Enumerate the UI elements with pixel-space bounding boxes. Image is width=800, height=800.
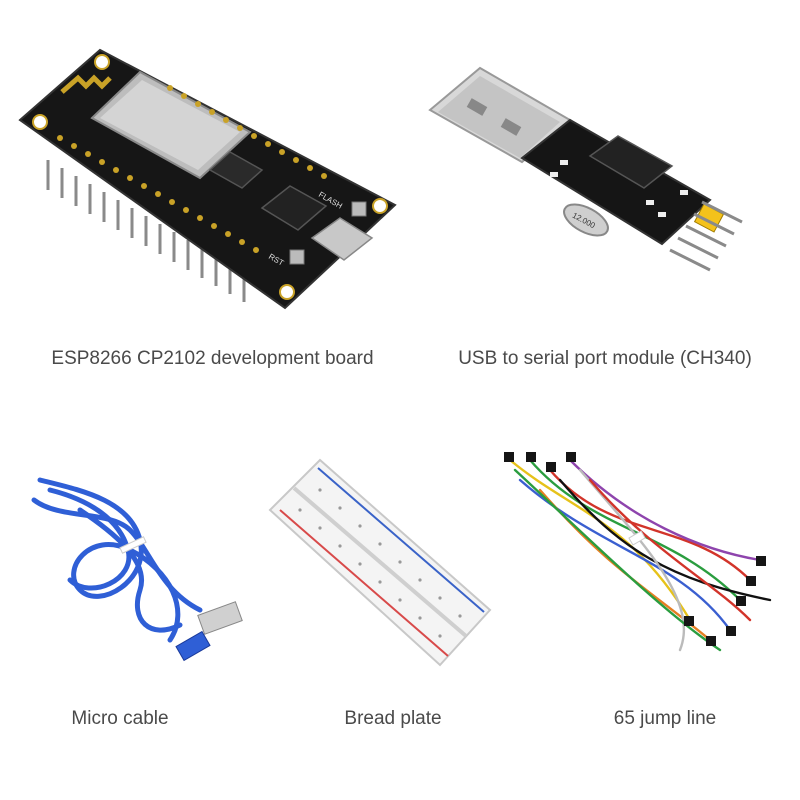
breadboard-holes	[298, 488, 462, 638]
micro-usb-connector	[175, 630, 211, 662]
micro-cable-drawing	[31, 477, 243, 662]
twist-tie	[119, 536, 147, 554]
ch340-module-drawing: 12.000	[428, 66, 743, 272]
jumper-wires-caption: 65 jump line	[613, 708, 717, 729]
antenna-trace	[60, 74, 112, 94]
jumper-wires-image	[490, 450, 780, 670]
ch340-module-image: 12.000	[410, 40, 790, 330]
ch340-chip	[588, 135, 674, 189]
micro-cable-image	[20, 470, 265, 680]
usb-chip	[260, 185, 328, 231]
breadboard-image	[260, 450, 505, 690]
crystal	[563, 203, 609, 237]
esp8266-board-image: FLASH RST	[0, 0, 420, 340]
micro-cable-caption: Micro cable	[71, 708, 169, 729]
ch340-caption: USB to serial port module (CH340)	[458, 348, 752, 369]
wire-tie	[628, 530, 646, 546]
ch340-pins	[669, 200, 743, 272]
header-pins	[46, 160, 246, 302]
jumper-wires-drawing	[504, 452, 772, 652]
esp8266-caption: ESP8266 CP2102 development board	[51, 348, 374, 369]
usb-a-connector	[197, 601, 243, 635]
esp8266-board-drawing: FLASH RST	[18, 48, 397, 310]
breadboard-drawing	[268, 458, 492, 667]
breadboard-caption: Bread plate	[344, 708, 442, 729]
micro-usb-port	[310, 217, 374, 261]
